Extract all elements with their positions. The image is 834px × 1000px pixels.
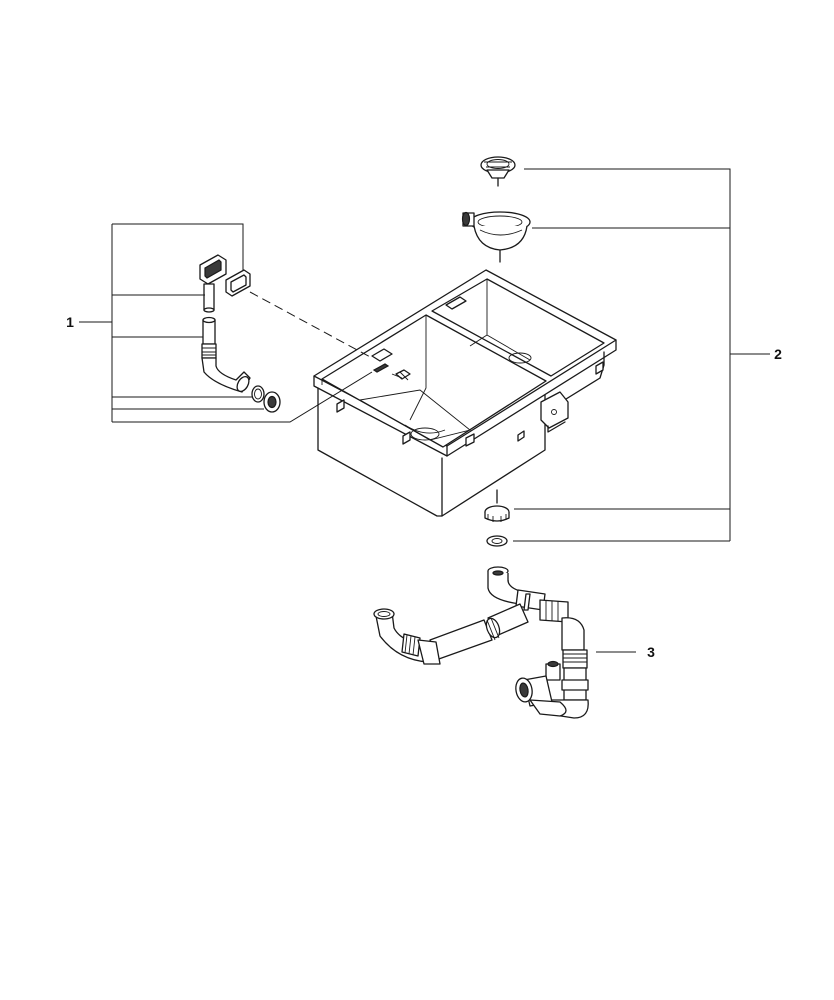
drain-trap-assembly bbox=[373, 566, 589, 719]
sink-body-drawing bbox=[313, 269, 617, 517]
assembly-line-overflow bbox=[249, 291, 373, 359]
callout-1-leaders bbox=[79, 223, 373, 423]
strainer-kit-parts bbox=[461, 156, 531, 547]
callout-label-2: 2 bbox=[774, 346, 782, 362]
callout-label-3: 3 bbox=[647, 644, 655, 660]
callout-label-1: 1 bbox=[66, 314, 74, 330]
overflow-kit-parts bbox=[199, 254, 281, 413]
callout-2-leaders bbox=[513, 168, 770, 542]
